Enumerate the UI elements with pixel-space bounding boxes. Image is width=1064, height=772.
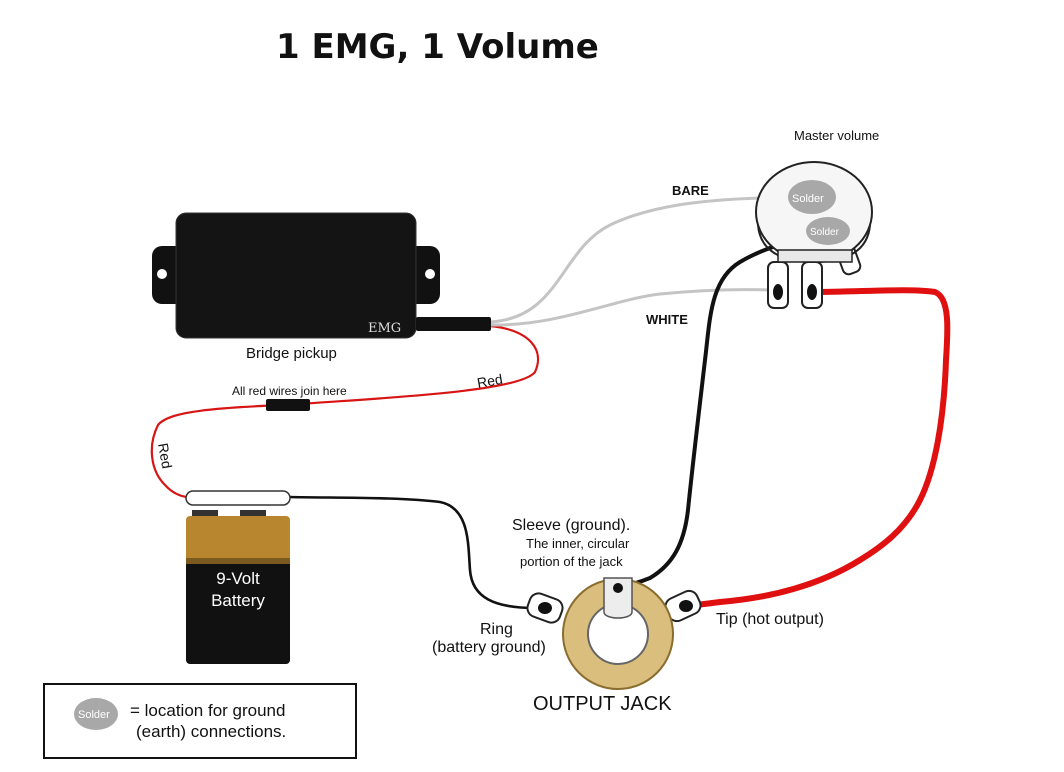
ring-label: Ring — [480, 621, 513, 638]
tip-label: Tip (hot output) — [716, 611, 824, 628]
sleeve-desc-1: The inner, circular — [526, 536, 630, 551]
red-wire-tip — [683, 287, 951, 609]
solder-blob — [788, 180, 836, 214]
legend-solder: Solder — [78, 709, 110, 721]
solder-blob — [74, 698, 118, 730]
bare-label: BARE — [672, 183, 709, 198]
master-volume-pot — [755, 161, 873, 309]
battery-line2: Battery — [211, 591, 265, 610]
black-wire-ring — [289, 495, 536, 610]
pickup-label: Bridge pickup — [246, 345, 337, 362]
red-wire-label-1: Red — [476, 371, 504, 391]
jack-title: OUTPUT JACK — [533, 693, 672, 715]
emg-pickup: EMG — [152, 212, 491, 339]
black-wire-sleeve — [617, 230, 826, 589]
white-wire — [489, 288, 771, 327]
white-label: WHITE — [646, 312, 688, 327]
red-wire-label-2: Red — [155, 442, 175, 470]
legend-line2: (earth) connections. — [136, 722, 286, 741]
output-jack — [526, 577, 702, 690]
join-note: All red wires join here — [232, 384, 347, 398]
solder-blob — [806, 217, 850, 245]
red-wire-pickup — [150, 324, 540, 500]
sleeve-desc-2: portion of the jack — [520, 554, 623, 569]
ring-desc: (battery ground) — [432, 639, 546, 656]
pot-solder-label-1: Solder — [792, 193, 824, 205]
page-title: 1 EMG, 1 Volume — [276, 27, 599, 67]
pot-solder-label-2: Solder — [810, 227, 840, 238]
sleeve-label: Sleeve (ground). — [512, 517, 630, 534]
legend-line1: = location for ground — [130, 701, 285, 720]
battery — [185, 490, 291, 664]
red-wire-join — [266, 399, 310, 411]
pickup-brand: EMG — [368, 321, 401, 336]
pot-label: Master volume — [794, 128, 879, 143]
legend-box — [43, 683, 357, 759]
battery-line1: 9-Volt — [216, 569, 260, 588]
